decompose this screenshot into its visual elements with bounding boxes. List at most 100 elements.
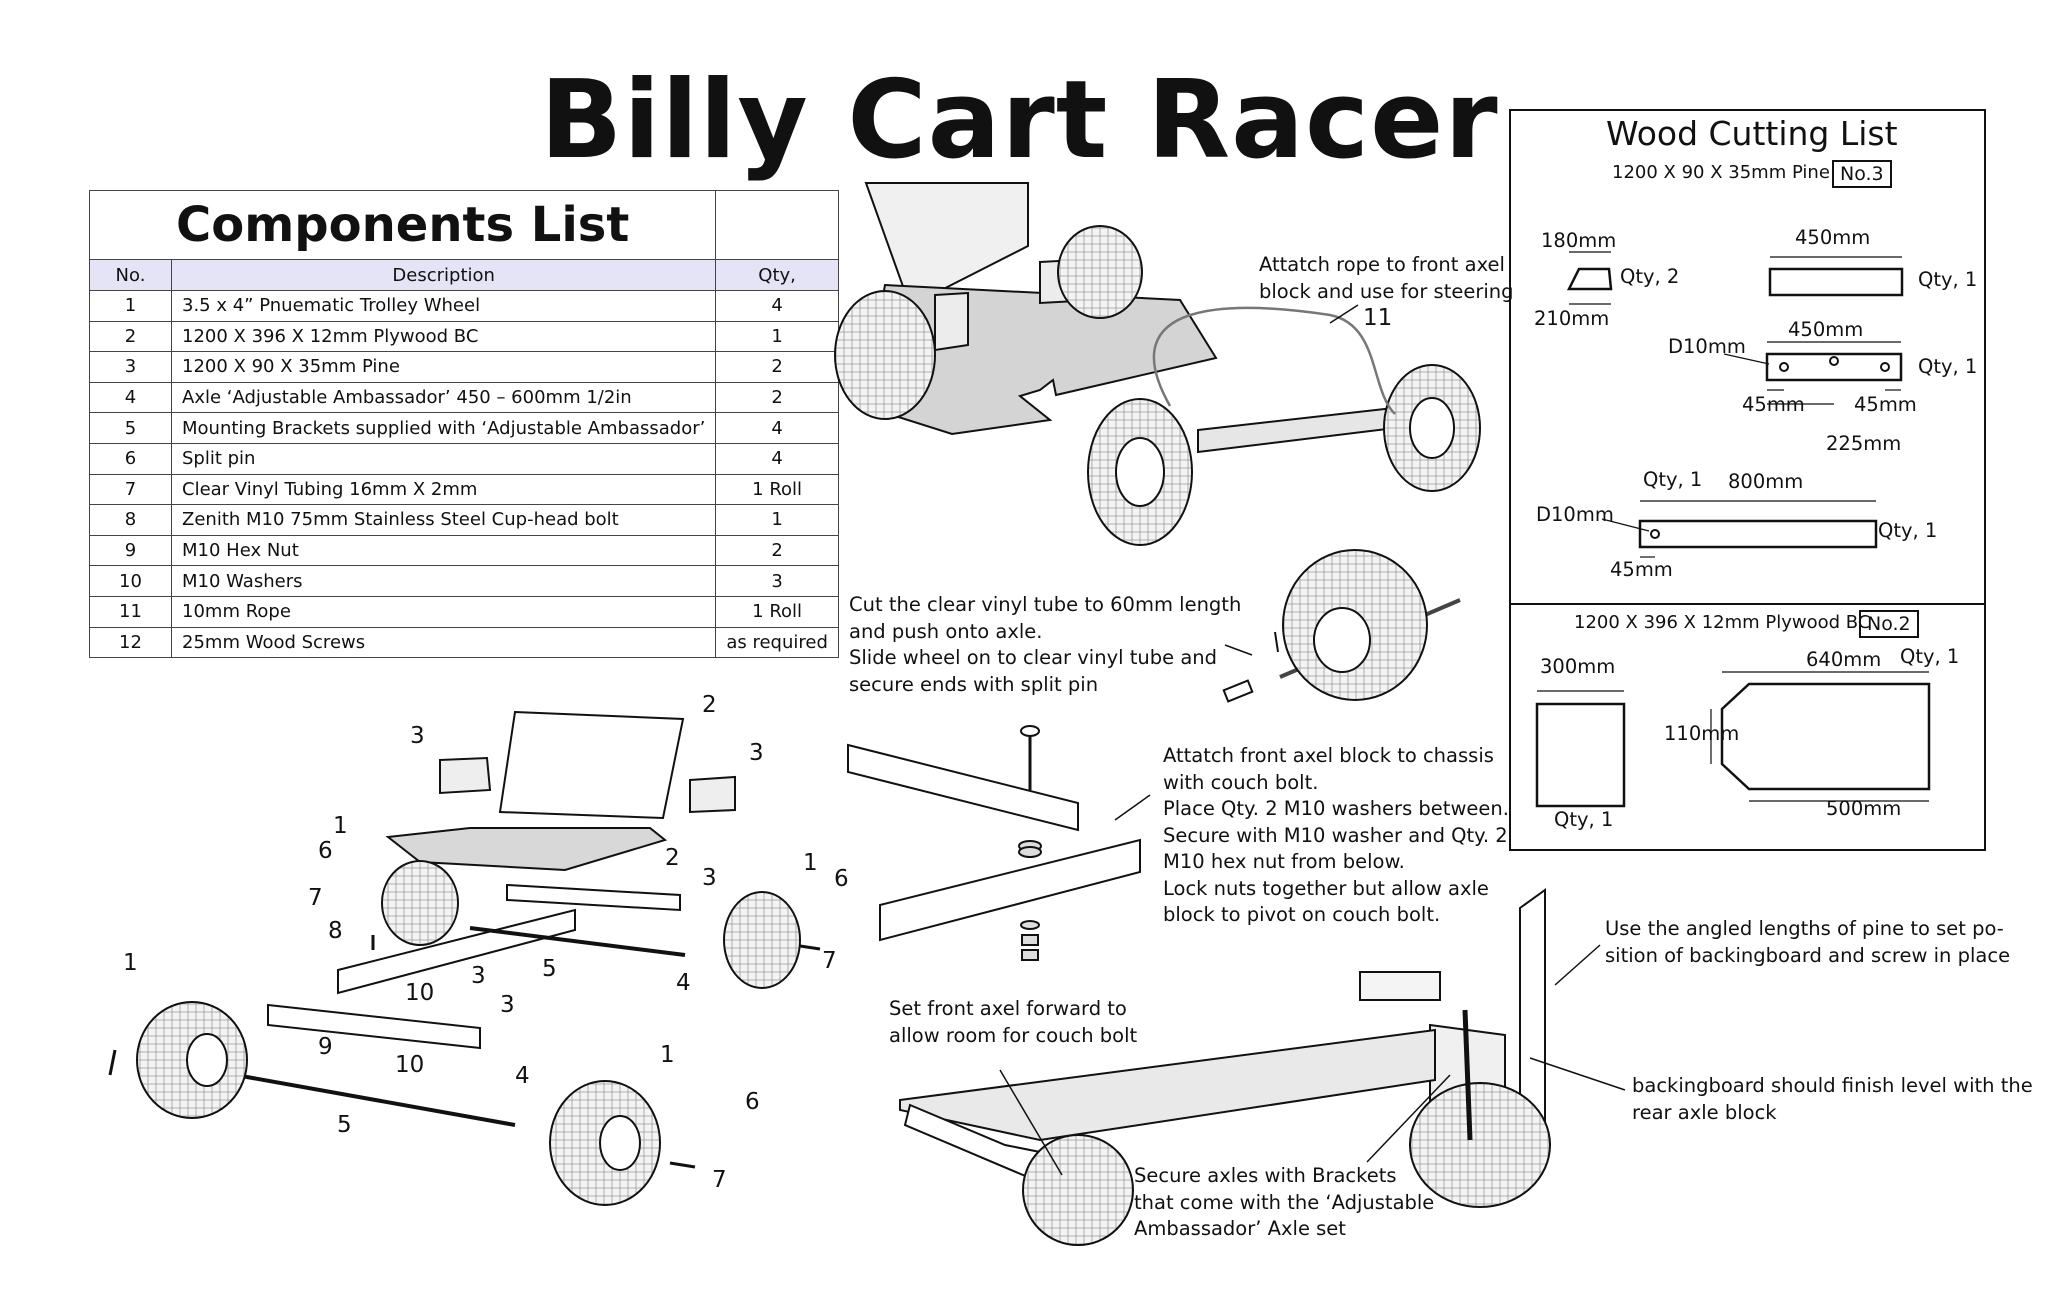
row-qty: as required (715, 626, 839, 659)
leader-line (1529, 1057, 1626, 1091)
row-no: 6 (89, 442, 172, 475)
washer (1018, 846, 1042, 858)
side-block (1359, 971, 1441, 1001)
row-qty: 1 Roll (715, 473, 839, 506)
row-qty: 1 (715, 504, 839, 536)
row-description: Mounting Brackets supplied with ‘Adjusta… (170, 412, 717, 444)
axle-part (469, 926, 686, 957)
row-description: 3.5 x 4” Pnuematic Trolley Wheel (170, 290, 717, 322)
leader-line (1601, 518, 1650, 532)
leader-line (1329, 304, 1359, 324)
drilled-qty: Qty, 1 (1918, 355, 1978, 378)
callout-7: 7 (822, 948, 837, 974)
chassis-beam (847, 743, 1079, 832)
callout-3: 3 (471, 963, 486, 989)
callout-5: 5 (337, 1112, 352, 1138)
wheel-hub (1409, 397, 1455, 459)
axle-part (207, 1068, 516, 1127)
rear-wheel (834, 290, 936, 420)
assembled-cart-illustration (834, 182, 1481, 546)
long-qty: Qty, 1 (1878, 519, 1938, 542)
wheel-hub (599, 1115, 641, 1171)
col-header-no: No. (89, 259, 172, 291)
components-heading: Components List (88, 190, 717, 260)
callout-1: 1 (660, 1042, 675, 1068)
side-block-part (689, 775, 736, 814)
angled-pine-piece (1566, 267, 1613, 291)
hex-nut (1021, 934, 1039, 946)
pine-tag: No.3 (1832, 160, 1892, 188)
hex-nut (1021, 949, 1039, 961)
leader-line (1114, 794, 1151, 821)
drill-hole (1829, 356, 1839, 366)
note-backingboard-level: backingboard should finish level with th… (1632, 1074, 2033, 1124)
drilled-length-dim: 450mm (1788, 318, 1864, 341)
side-block-part (439, 756, 492, 795)
side-block (934, 291, 969, 352)
plain-length-dim: 450mm (1795, 226, 1871, 249)
drill-hole (1650, 529, 1660, 539)
callout-4: 4 (676, 970, 691, 996)
callout-7: 7 (712, 1167, 727, 1193)
row-qty: 2 (715, 381, 839, 414)
callout-3: 3 (749, 740, 764, 766)
drill-hole (1779, 362, 1789, 372)
vinyl-tube-part (669, 1161, 696, 1169)
angled-qty: Qty, 2 (1620, 265, 1680, 288)
row-no: 4 (89, 381, 172, 414)
drilled-hole-dim: D10mm (1668, 335, 1746, 358)
long-length-dim: 800mm (1728, 470, 1804, 493)
pine-block-part (337, 908, 576, 995)
split-pin (1274, 631, 1279, 653)
note-brackets: Secure axles with Brackets that come wit… (1134, 1164, 1435, 1240)
bolt-head (1020, 725, 1040, 737)
callout-10: 10 (395, 1052, 424, 1078)
axle (1462, 1009, 1473, 1141)
wood-cutting-heading: Wood Cutting List (1606, 114, 1898, 153)
pine-block-part (267, 1003, 481, 1050)
callout-5: 5 (542, 956, 557, 982)
front-axle-block (879, 838, 1141, 942)
callout-3: 3 (500, 992, 515, 1018)
vinyl-tube-part (108, 1049, 117, 1076)
row-description: M10 Washers (170, 565, 717, 597)
vinyl-tube-part (799, 944, 821, 951)
row-description: M10 Hex Nut (170, 534, 717, 567)
row-no: 12 (89, 626, 172, 659)
base-taper-dim: 110mm (1664, 722, 1740, 745)
row-description: 10mm Rope (170, 595, 717, 628)
row-description: Clear Vinyl Tubing 16mm X 2mm (170, 473, 717, 506)
callout-7: 7 (308, 885, 323, 911)
cutting-drawings (1535, 251, 1931, 808)
row-qty: 3 (715, 565, 839, 597)
washer (1020, 920, 1040, 930)
row-no: 8 (89, 504, 172, 536)
vinyl-tube (1222, 679, 1254, 703)
exploded-callouts: 1 1 1 1 2 2 3 3 3 3 3 4 4 5 5 6 6 6 7 7 … (123, 692, 849, 1193)
callout-2: 2 (702, 692, 717, 718)
row-qty: 4 (715, 442, 839, 475)
callout-3: 3 (702, 865, 717, 891)
callout-6: 6 (745, 1089, 760, 1115)
row-qty: 2 (715, 351, 839, 383)
rear-wheel (1409, 1082, 1551, 1208)
angled-top-dim: 180mm (1541, 229, 1617, 252)
chassis-side (899, 1028, 1436, 1142)
wheel-part (723, 891, 801, 989)
wheel-hub (186, 1033, 228, 1087)
leader-line (1224, 644, 1253, 656)
backingboard-part (498, 710, 685, 820)
row-description: Axle ‘Adjustable Ambassador’ 450 – 600mm… (170, 381, 717, 414)
rear-wheel (1057, 225, 1143, 319)
drilled-left-dim: 45mm (1742, 393, 1805, 416)
bolt-detail-illustration (847, 725, 1151, 961)
drilled-right-dim: 45mm (1854, 393, 1917, 416)
